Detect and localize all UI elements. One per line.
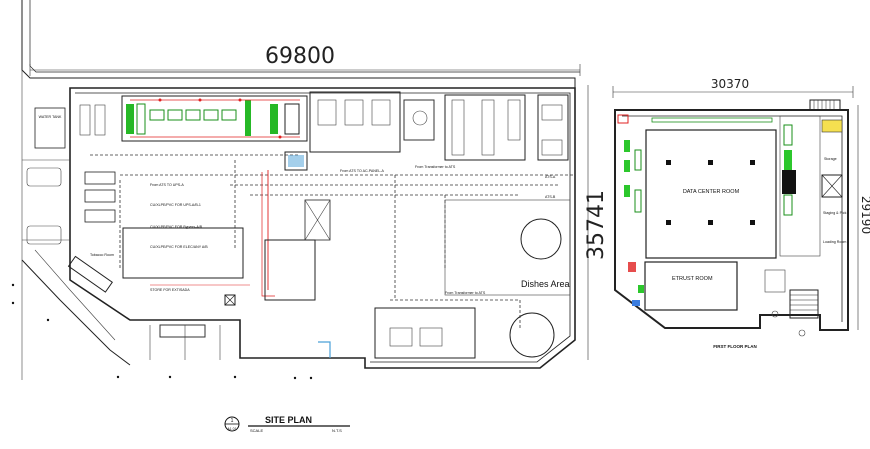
- ups-feed-label-2: CU/XLPE/PVC FOR UPS-A/B-1: [150, 203, 201, 207]
- site-plan: 69800 35741 WATER TANK: [11, 0, 609, 380]
- scale-label: SCALE: [250, 428, 263, 433]
- storage-label: Storage: [824, 157, 837, 161]
- transformer-feed-label-2: From Transformer to ATS: [445, 291, 486, 295]
- site-plan-title: SITE PLAN: [265, 415, 312, 425]
- tobacco-room-label: Tobacco Room: [90, 253, 114, 257]
- scale-value: N.T.S: [332, 428, 342, 433]
- data-center-room-label: DATA CENTER ROOM: [683, 189, 740, 195]
- ats-a-label: ATS-A: [545, 175, 556, 179]
- etrust-room-label: ETRUST ROOM: [672, 276, 713, 282]
- first-floor-plan: 30370 29190 DATA CENTER ROOM: [612, 77, 870, 349]
- ac-panel-feed-label: From ATS TO AC-PANEL-A: [340, 169, 384, 173]
- detail-number: 1: [231, 418, 234, 424]
- loading-room-label: Loading Room: [823, 240, 846, 244]
- store-label: STORE FOR EXTISADA: [150, 288, 190, 292]
- ups-feed-label-1: From ATS TO UPS-A: [150, 183, 184, 187]
- water-tank-label: WATER TANK: [39, 115, 62, 119]
- first-floor-height-dimension: 29190: [859, 196, 870, 234]
- first-floor-title: FIRST FLOOR PLAN: [713, 344, 757, 349]
- staging-label: Staging & Pick: [823, 211, 847, 215]
- sheet-code: A1 01: [227, 427, 236, 431]
- column-markers: [666, 160, 755, 225]
- transformer-feed-label-1: From Transformer to ATS: [415, 165, 456, 169]
- site-height-dimension: 35741: [584, 190, 609, 260]
- title-block: 1 A1 01 SITE PLAN SCALE N.T.S: [224, 415, 350, 433]
- ats-b-label: ATS-B: [545, 195, 556, 199]
- bypass-feed-label: CU/XLPE/PVC FOR Bypass-A/B: [150, 225, 203, 229]
- site-width-dimension: 69800: [265, 44, 335, 69]
- elec-feed-label: CU/XLPE/PVC FOR ELEC/ANY A/B: [150, 245, 208, 249]
- ups-equipment-cluster: [126, 98, 300, 139]
- first-floor-width-dimension: 30370: [711, 77, 749, 91]
- dishes-area-label: Dishes Area: [521, 279, 570, 289]
